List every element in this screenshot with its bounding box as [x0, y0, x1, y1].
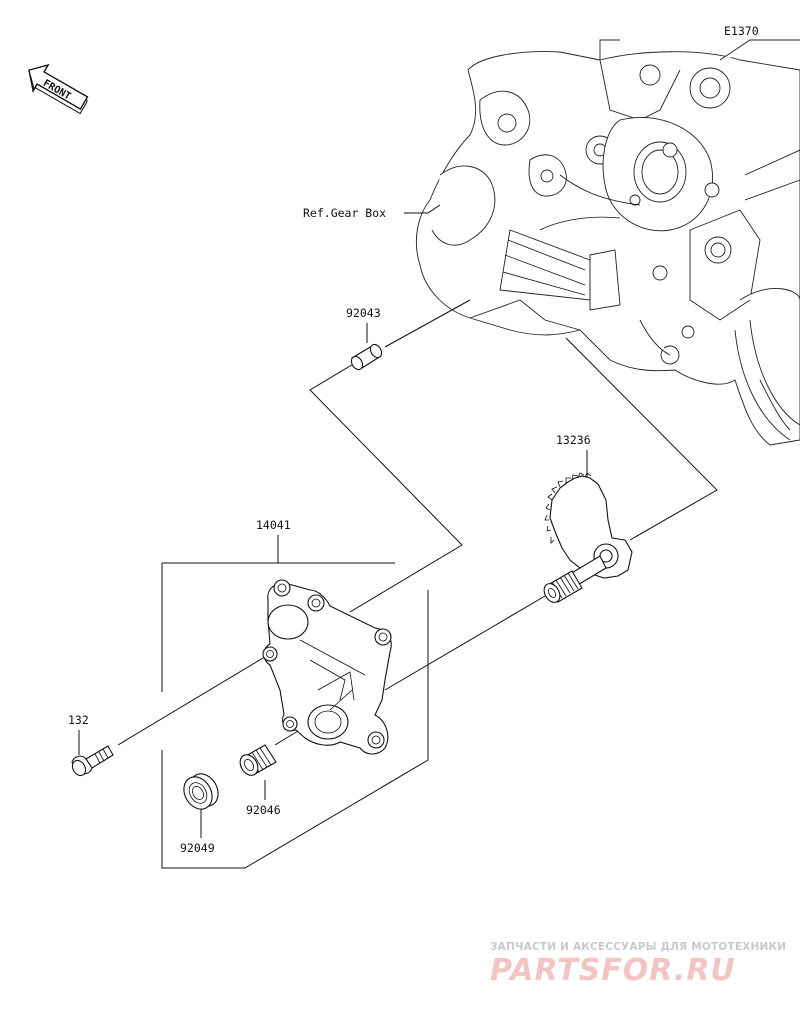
watermark-logo: PARTSFOR.RU — [490, 953, 736, 988]
oil-seal-92049[interactable] — [178, 769, 224, 814]
dowel-pin-92043[interactable] — [349, 342, 384, 371]
part-number-92046[interactable]: 92046 — [246, 803, 281, 817]
part-number-14041[interactable]: 14041 — [256, 518, 291, 532]
needle-bearing-92046[interactable] — [237, 744, 277, 779]
gear-box-casing — [415, 39, 800, 446]
part-number-92049[interactable]: 92049 — [180, 841, 215, 855]
diagram-code: E1370 — [724, 24, 759, 38]
part-number-132[interactable]: 132 — [68, 713, 89, 727]
cover-14041[interactable] — [262, 579, 392, 755]
watermark-caption: ЗАПЧАСТИ И АКСЕССУАРЫ ДЛЯ МОТОТЕХНИКИ — [490, 941, 786, 953]
ref-gear-box-label: Ref.Gear Box — [303, 206, 386, 220]
part-number-92043[interactable]: 92043 — [346, 306, 381, 320]
part-number-13236[interactable]: 13236 — [556, 433, 591, 447]
front-direction-arrow-icon: FRONT — [28, 63, 89, 115]
shift-shaft-13236[interactable] — [541, 472, 633, 605]
bolt-132[interactable] — [70, 745, 114, 778]
